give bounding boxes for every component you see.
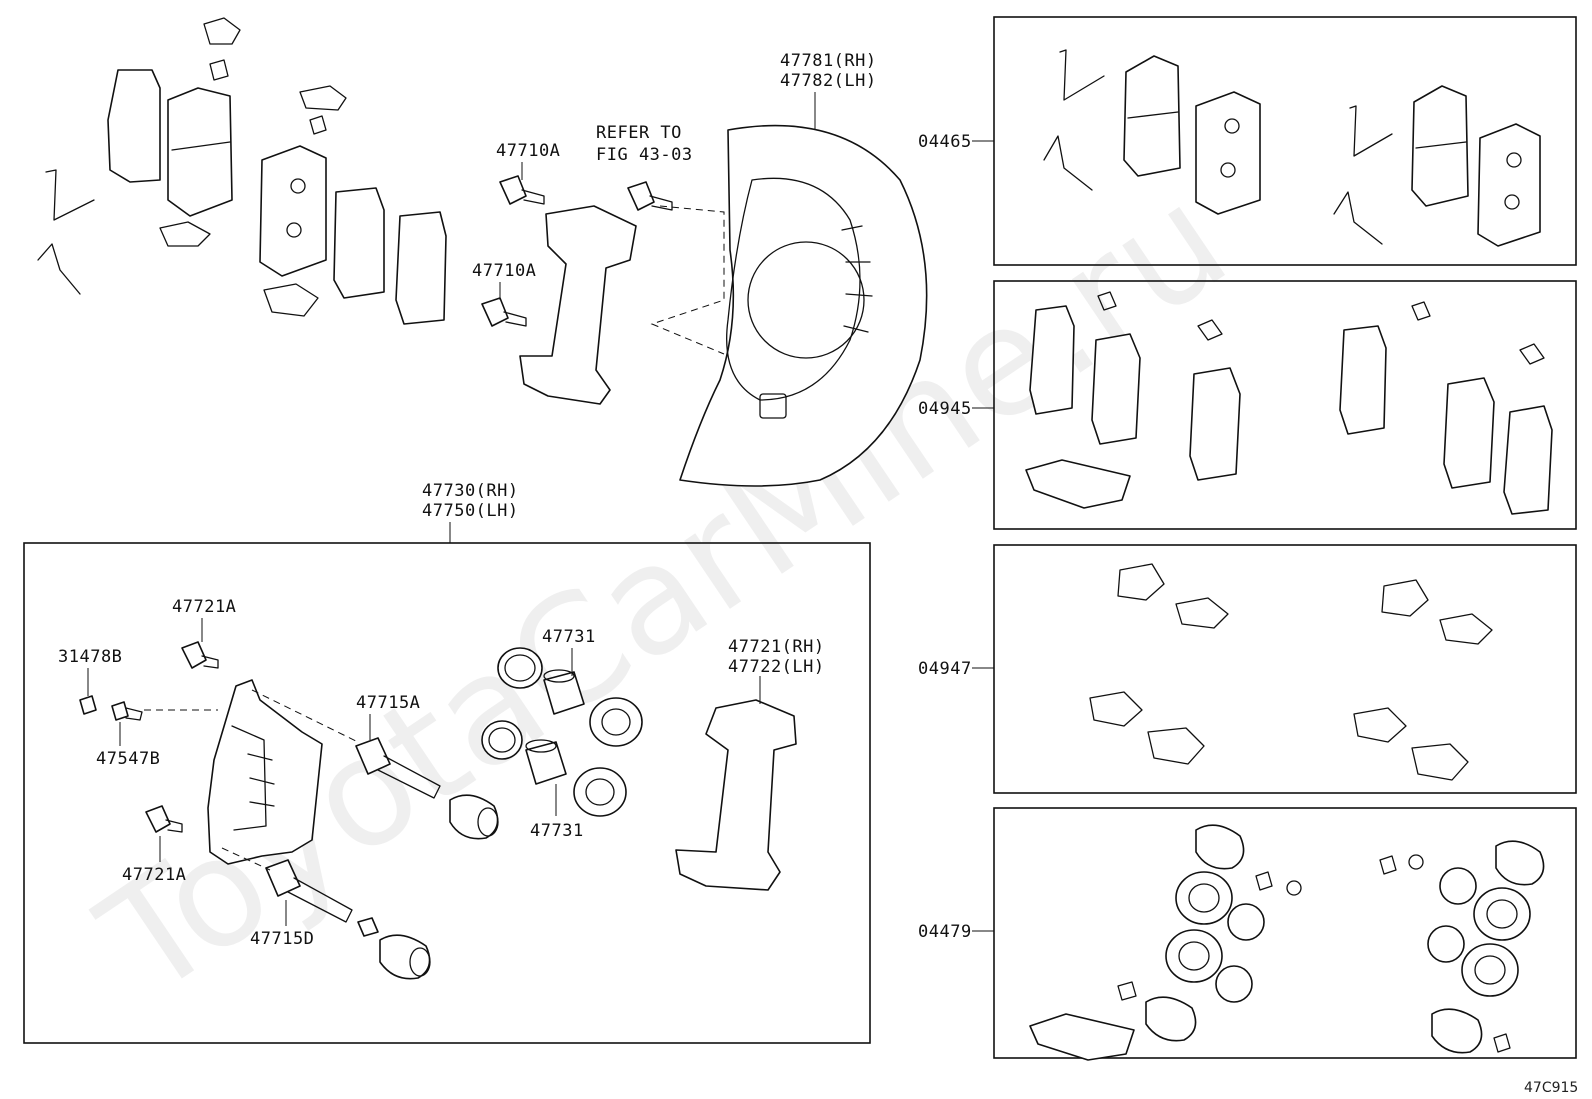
label-kit-04947: 04947 <box>918 659 972 679</box>
label-rotor-cover-lh: 47782(LH) <box>780 71 877 91</box>
figure-code: 47C915 <box>1524 1080 1578 1096</box>
label-piston-top: 47731 <box>542 627 596 647</box>
caliper-assembly-box <box>23 542 871 1044</box>
label-bolt-upper: 47710A <box>496 141 560 161</box>
label-caliper-assy-rh: 47730(RH) <box>422 481 519 501</box>
leader-lines <box>87 92 994 932</box>
kit-box-04945 <box>993 280 1577 530</box>
label-bolt-47721a-bottom: 47721A <box>122 865 186 885</box>
label-pin-47715d: 47715D <box>250 929 314 949</box>
label-caliper-assy-lh: 47750(LH) <box>422 501 519 521</box>
kit-box-04479 <box>993 807 1577 1059</box>
pin-bushing <box>357 917 379 937</box>
watermark: ToyotaCarMine.ru <box>72 153 1256 1031</box>
label-pin-47715a: 47715A <box>356 693 420 713</box>
bleeder-47547b <box>111 701 143 721</box>
pin-boot-upper <box>449 794 499 840</box>
label-refer-fig: FIG 43-03 <box>596 145 693 165</box>
label-kit-04945: 04945 <box>918 399 972 419</box>
label-bleeder-47547b: 47547B <box>96 749 160 769</box>
label-mounting-lh: 47722(LH) <box>728 657 825 677</box>
kit-04945-parts <box>1025 291 1553 515</box>
bolt-47721a-bottom <box>145 805 183 833</box>
caliper-mounting-lower <box>675 699 797 891</box>
kit-box-04947 <box>993 544 1577 794</box>
bolt-47710a-lower <box>481 297 527 327</box>
kit-04479-parts <box>1029 824 1545 1061</box>
label-kit-04465: 04465 <box>918 132 972 152</box>
caliper-mounting-upper <box>519 205 637 405</box>
label-bolt-47721a-top: 47721A <box>172 597 236 617</box>
label-plug-31478b: 31478B <box>58 647 122 667</box>
slide-pin-47715d <box>265 859 353 923</box>
label-mounting-rh: 47721(RH) <box>728 637 825 657</box>
label-piston-bottom: 47731 <box>530 821 584 841</box>
label-rotor-cover-rh: 47781(RH) <box>780 51 877 71</box>
pad-group-left <box>37 17 447 325</box>
slide-pin-47715a <box>355 737 441 799</box>
bolt-47721a-top <box>181 641 219 669</box>
label-bolt-lower: 47710A <box>472 261 536 281</box>
kit-04947-parts <box>1089 563 1493 781</box>
kit-04465-parts <box>1043 49 1541 247</box>
cap-31478b <box>79 695 97 715</box>
label-refer-to: REFER TO <box>596 123 682 143</box>
pin-boot-lower <box>379 934 431 980</box>
bolt-47710a-upper <box>499 175 545 205</box>
disc-brake-dust-cover <box>679 124 928 487</box>
label-kit-04479: 04479 <box>918 922 972 942</box>
bolt-refer <box>627 181 673 211</box>
piston-seals-pistons <box>481 647 643 817</box>
